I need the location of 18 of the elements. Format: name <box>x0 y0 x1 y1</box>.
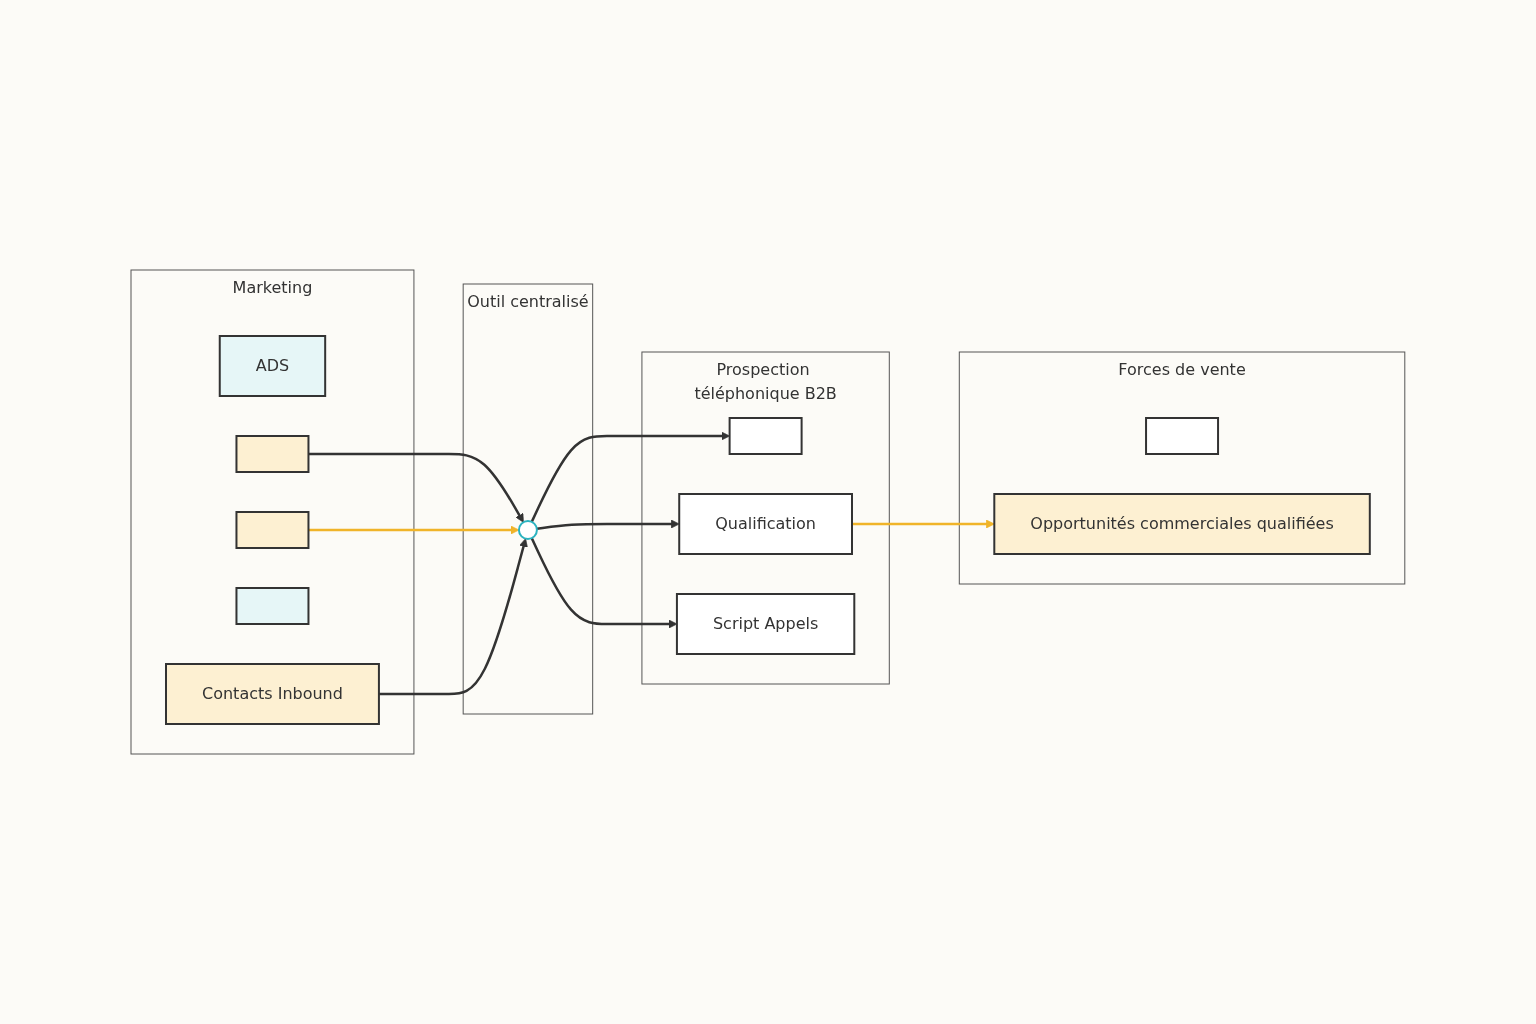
node-box <box>1145 417 1220 455</box>
node-box <box>235 587 310 625</box>
cluster: Outil centralisé <box>462 283 594 715</box>
arrow <box>530 537 678 629</box>
node-box <box>235 435 310 473</box>
node-box: Contacts Inbound <box>165 663 380 725</box>
node-box <box>728 417 803 455</box>
arrow <box>308 525 520 535</box>
arrow <box>536 519 680 530</box>
node-box: Qualification <box>678 493 854 555</box>
arrow <box>852 519 995 529</box>
node-box <box>235 511 310 549</box>
arrow <box>379 538 528 696</box>
node-box: Script Appels <box>676 593 856 655</box>
node-circle <box>518 520 538 540</box>
node-box: ADS <box>218 335 327 397</box>
arrow <box>308 452 524 523</box>
node-box: Opportunités commerciales qualifiées <box>993 493 1371 555</box>
